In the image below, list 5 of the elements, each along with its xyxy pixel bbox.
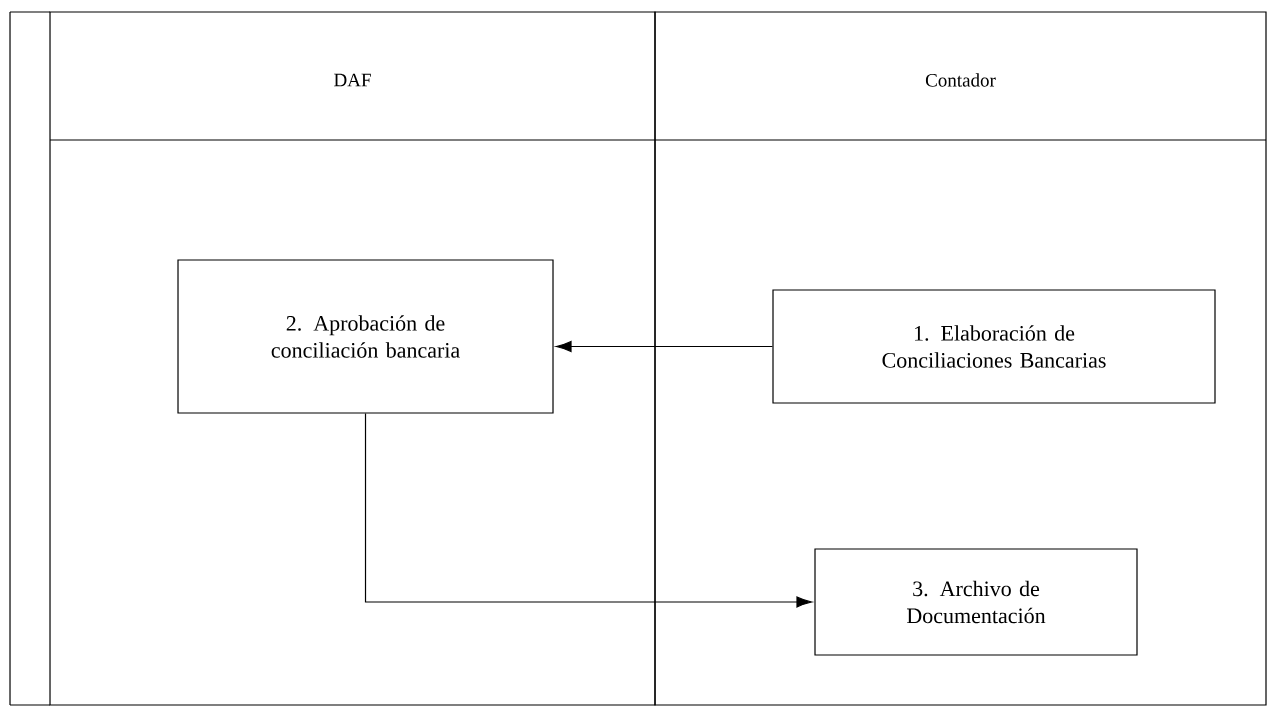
- process-box: 2. Aprobación de conciliación bancaria: [177, 259, 554, 414]
- process-box: 3. Archivo de Documentación: [814, 548, 1138, 656]
- arrow: [555, 340, 773, 353]
- arrow: [364, 413, 813, 608]
- process-box: 1. Elaboración de Conciliaciones Bancarias: [772, 289, 1216, 404]
